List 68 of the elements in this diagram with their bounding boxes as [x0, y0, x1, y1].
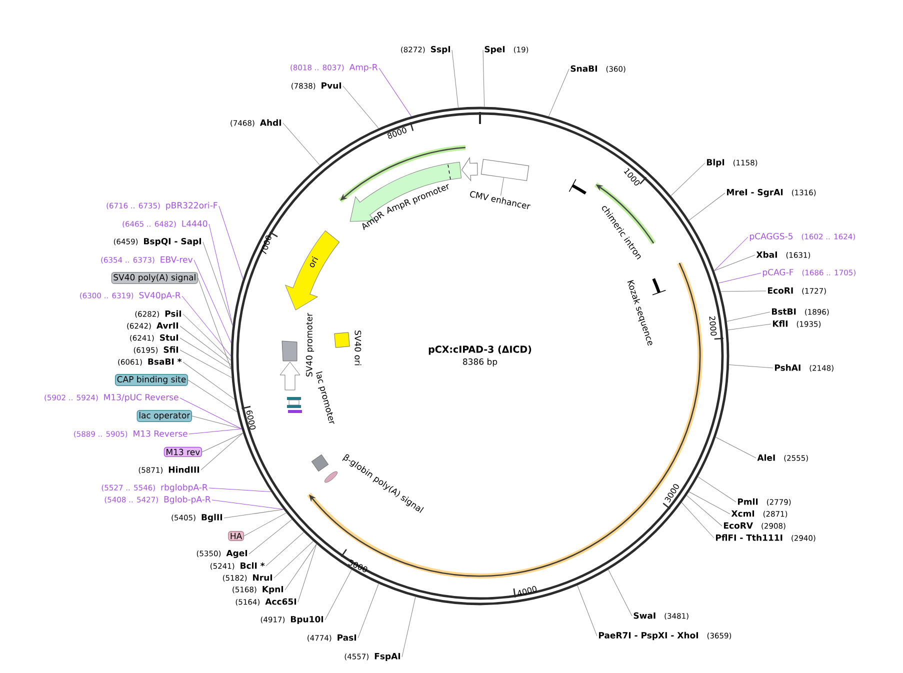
leader-line: [500, 177, 504, 196]
leader-line: [378, 68, 412, 117]
leader-line: [548, 68, 570, 117]
leader-line: [208, 488, 272, 492]
leader-line: [194, 260, 232, 344]
leader-line: [200, 432, 244, 470]
leader-line: [324, 569, 352, 620]
leader-line: [248, 519, 292, 554]
leader-line: [212, 500, 284, 510]
feature-box: [480, 159, 530, 181]
scale-number: 5000: [348, 559, 368, 572]
leader-line: [182, 314, 232, 361]
leader-line: [715, 436, 756, 458]
leader-line: [482, 50, 485, 108]
feature-label: SV40 ori: [354, 330, 362, 366]
leader-line: [274, 540, 314, 578]
leader-line: [202, 242, 233, 326]
leader-line: [192, 416, 242, 430]
scale-number: 4000: [518, 586, 537, 596]
scale-number: 7000: [260, 236, 272, 254]
leader-line: [718, 272, 762, 284]
leader-line: [452, 50, 459, 108]
leader-line: [670, 162, 706, 196]
feature-label: SV40 promoter: [306, 312, 314, 377]
feature-tag: M13 rev: [164, 446, 202, 458]
leader-line: [284, 544, 317, 590]
feature-tag: HA: [228, 531, 244, 541]
leader-line: [608, 569, 632, 616]
leader-line: [188, 428, 242, 434]
leader-line: [224, 509, 284, 518]
leader-line: [218, 206, 244, 280]
scale-number: 6000: [246, 410, 256, 430]
leader-line: [714, 254, 756, 272]
leader-line: [198, 278, 232, 370]
leader-line: [688, 491, 730, 514]
leader-line: [180, 398, 242, 430]
leader-line: [358, 583, 379, 638]
leader-line: [402, 596, 416, 658]
leader-line: [180, 326, 232, 365]
feature-tag: SV40 poly(A) signal: [111, 272, 198, 284]
leader-line: [728, 364, 774, 368]
feature-tag: lac operator: [136, 410, 192, 422]
feature-tag: CAP binding site: [115, 374, 188, 386]
leader-line: [714, 236, 748, 272]
leader-line: [298, 544, 317, 602]
leader-line: [244, 512, 287, 536]
leader-line: [577, 585, 598, 636]
scale-number: 2000: [709, 316, 717, 336]
leader-line: [180, 338, 232, 370]
leader-line: [208, 224, 233, 326]
leader-line: [180, 350, 232, 378]
leader-line: [266, 532, 304, 566]
leader-line: [342, 86, 379, 129]
leader-line: [728, 324, 772, 330]
leader-line: [182, 296, 232, 356]
leader-line: [681, 502, 714, 538]
leader-line: [688, 192, 726, 221]
leader-line: [182, 362, 235, 400]
leader-line: [202, 432, 244, 452]
leader-line: [726, 312, 770, 322]
feature-label: ori: [310, 256, 318, 268]
leader-line: [282, 122, 320, 166]
leader-line: [188, 380, 238, 412]
feature-label: CMV enhancer: [470, 191, 531, 210]
leader-line: [720, 290, 766, 292]
leader-line: [698, 476, 736, 502]
scale-number: 8000: [387, 127, 406, 139]
leader-line: [686, 495, 722, 526]
